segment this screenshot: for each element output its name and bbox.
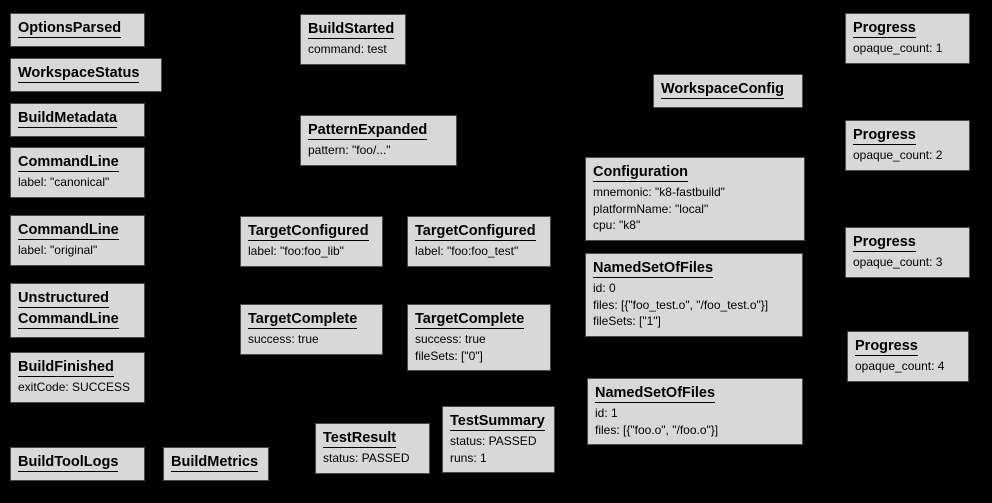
event-node-commandline-original: CommandLine label: "original" — [10, 215, 145, 266]
node-title: Progress — [853, 20, 916, 38]
event-node-progress-2: Progress opaque_count: 2 — [845, 120, 970, 171]
node-field: fileSets: ["1"] — [593, 314, 661, 328]
node-title: CommandLine — [18, 222, 119, 240]
node-field: exitCode: SUCCESS — [18, 380, 131, 394]
node-title: OptionsParsed — [18, 20, 122, 38]
node-field: files: [{"foo.o", "/foo.o"}] — [595, 422, 719, 437]
node-field: files: [{"foo_test.o", "/foo_test.o"}] — [593, 297, 769, 312]
event-node-progress-1: Progress opaque_count: 1 — [845, 13, 970, 64]
event-node-progress-4: Progress opaque_count: 4 — [847, 331, 969, 382]
node-title: BuildMetadata — [18, 110, 118, 128]
node-title: Progress — [853, 234, 916, 252]
event-node-commandline-canonical: CommandLine label: "canonical" — [10, 147, 145, 198]
event-node-namedsetoffiles-1: NamedSetOfFiles id: 1 files: [{"foo.o", … — [587, 378, 803, 445]
node-title: Progress — [853, 127, 916, 145]
node-title-line2: CommandLine — [18, 311, 119, 329]
node-title: TargetComplete — [415, 311, 525, 329]
node-field: label: "foo:foo_test" — [415, 244, 519, 258]
node-title: WorkspaceStatus — [18, 65, 140, 83]
node-title: Configuration — [593, 164, 689, 182]
node-field: command: test — [308, 42, 387, 56]
node-field: status: PASSED — [450, 434, 537, 448]
event-node-configuration: Configuration mnemonic: "k8-fastbuild" p… — [585, 157, 805, 241]
node-title: BuildMetrics — [171, 454, 259, 472]
event-node-buildmetadata: BuildMetadata — [10, 103, 145, 137]
node-field: runs: 1 — [450, 450, 487, 465]
event-node-buildmetrics: BuildMetrics — [163, 447, 269, 481]
event-node-targetcomplete-foo-test: TargetComplete success: true fileSets: [… — [407, 304, 551, 371]
node-title: Progress — [855, 338, 918, 356]
node-field: id: 0 — [593, 281, 616, 295]
node-field: fileSets: ["0"] — [415, 348, 483, 363]
event-node-buildfinished: BuildFinished exitCode: SUCCESS — [10, 352, 145, 403]
node-field: platformName: "local" — [593, 201, 709, 216]
node-field: label: "original" — [18, 243, 98, 257]
node-field: opaque_count: 3 — [853, 255, 943, 269]
node-title: BuildFinished — [18, 359, 114, 377]
node-title: Unstructured — [18, 290, 110, 308]
node-title: TestResult — [323, 430, 397, 448]
event-node-workspacestatus: WorkspaceStatus — [10, 58, 162, 92]
node-field: id: 1 — [595, 406, 618, 420]
event-node-testsummary: TestSummary status: PASSED runs: 1 — [442, 406, 555, 473]
node-field: status: PASSED — [323, 451, 410, 465]
event-node-buildtoollogs: BuildToolLogs — [10, 447, 145, 481]
node-field: mnemonic: "k8-fastbuild" — [593, 185, 725, 199]
node-field: label: "foo:foo_lib" — [248, 244, 344, 258]
node-field: label: "canonical" — [18, 175, 110, 189]
node-title: BuildToolLogs — [18, 454, 119, 472]
event-node-testresult: TestResult status: PASSED — [315, 423, 430, 474]
node-field: opaque_count: 2 — [853, 148, 943, 162]
node-title: TargetConfigured — [415, 223, 536, 241]
node-field: success: true — [415, 332, 486, 346]
event-node-buildstarted: BuildStarted command: test — [300, 14, 406, 65]
event-node-targetconfigured-foo-lib: TargetConfigured label: "foo:foo_lib" — [240, 216, 383, 267]
node-title: WorkspaceConfig — [661, 81, 785, 99]
node-title: CommandLine — [18, 154, 119, 172]
node-field: opaque_count: 1 — [853, 41, 943, 55]
node-field: pattern: "foo/..." — [308, 143, 391, 157]
node-title: NamedSetOfFiles — [595, 385, 716, 403]
node-title: PatternExpanded — [308, 122, 428, 140]
event-node-namedsetoffiles-0: NamedSetOfFiles id: 0 files: [{"foo_test… — [585, 253, 803, 337]
event-node-progress-3: Progress opaque_count: 3 — [845, 227, 970, 278]
node-title: NamedSetOfFiles — [593, 260, 714, 278]
event-node-patternexpanded: PatternExpanded pattern: "foo/..." — [300, 115, 457, 166]
event-node-targetconfigured-foo-test: TargetConfigured label: "foo:foo_test" — [407, 216, 551, 267]
event-node-workspaceconfig: WorkspaceConfig — [653, 74, 803, 108]
node-field: success: true — [248, 332, 319, 346]
node-title: TargetComplete — [248, 311, 358, 329]
node-field: cpu: "k8" — [593, 218, 641, 232]
node-field: opaque_count: 4 — [855, 359, 945, 373]
event-node-targetcomplete-foo-lib: TargetComplete success: true — [240, 304, 383, 355]
node-title: TargetConfigured — [248, 223, 369, 241]
event-node-unstructuredcommandline: Unstructured CommandLine — [10, 283, 145, 338]
node-title: TestSummary — [450, 413, 545, 431]
node-title: BuildStarted — [308, 21, 395, 39]
event-node-optionsparsed: OptionsParsed — [10, 13, 145, 47]
